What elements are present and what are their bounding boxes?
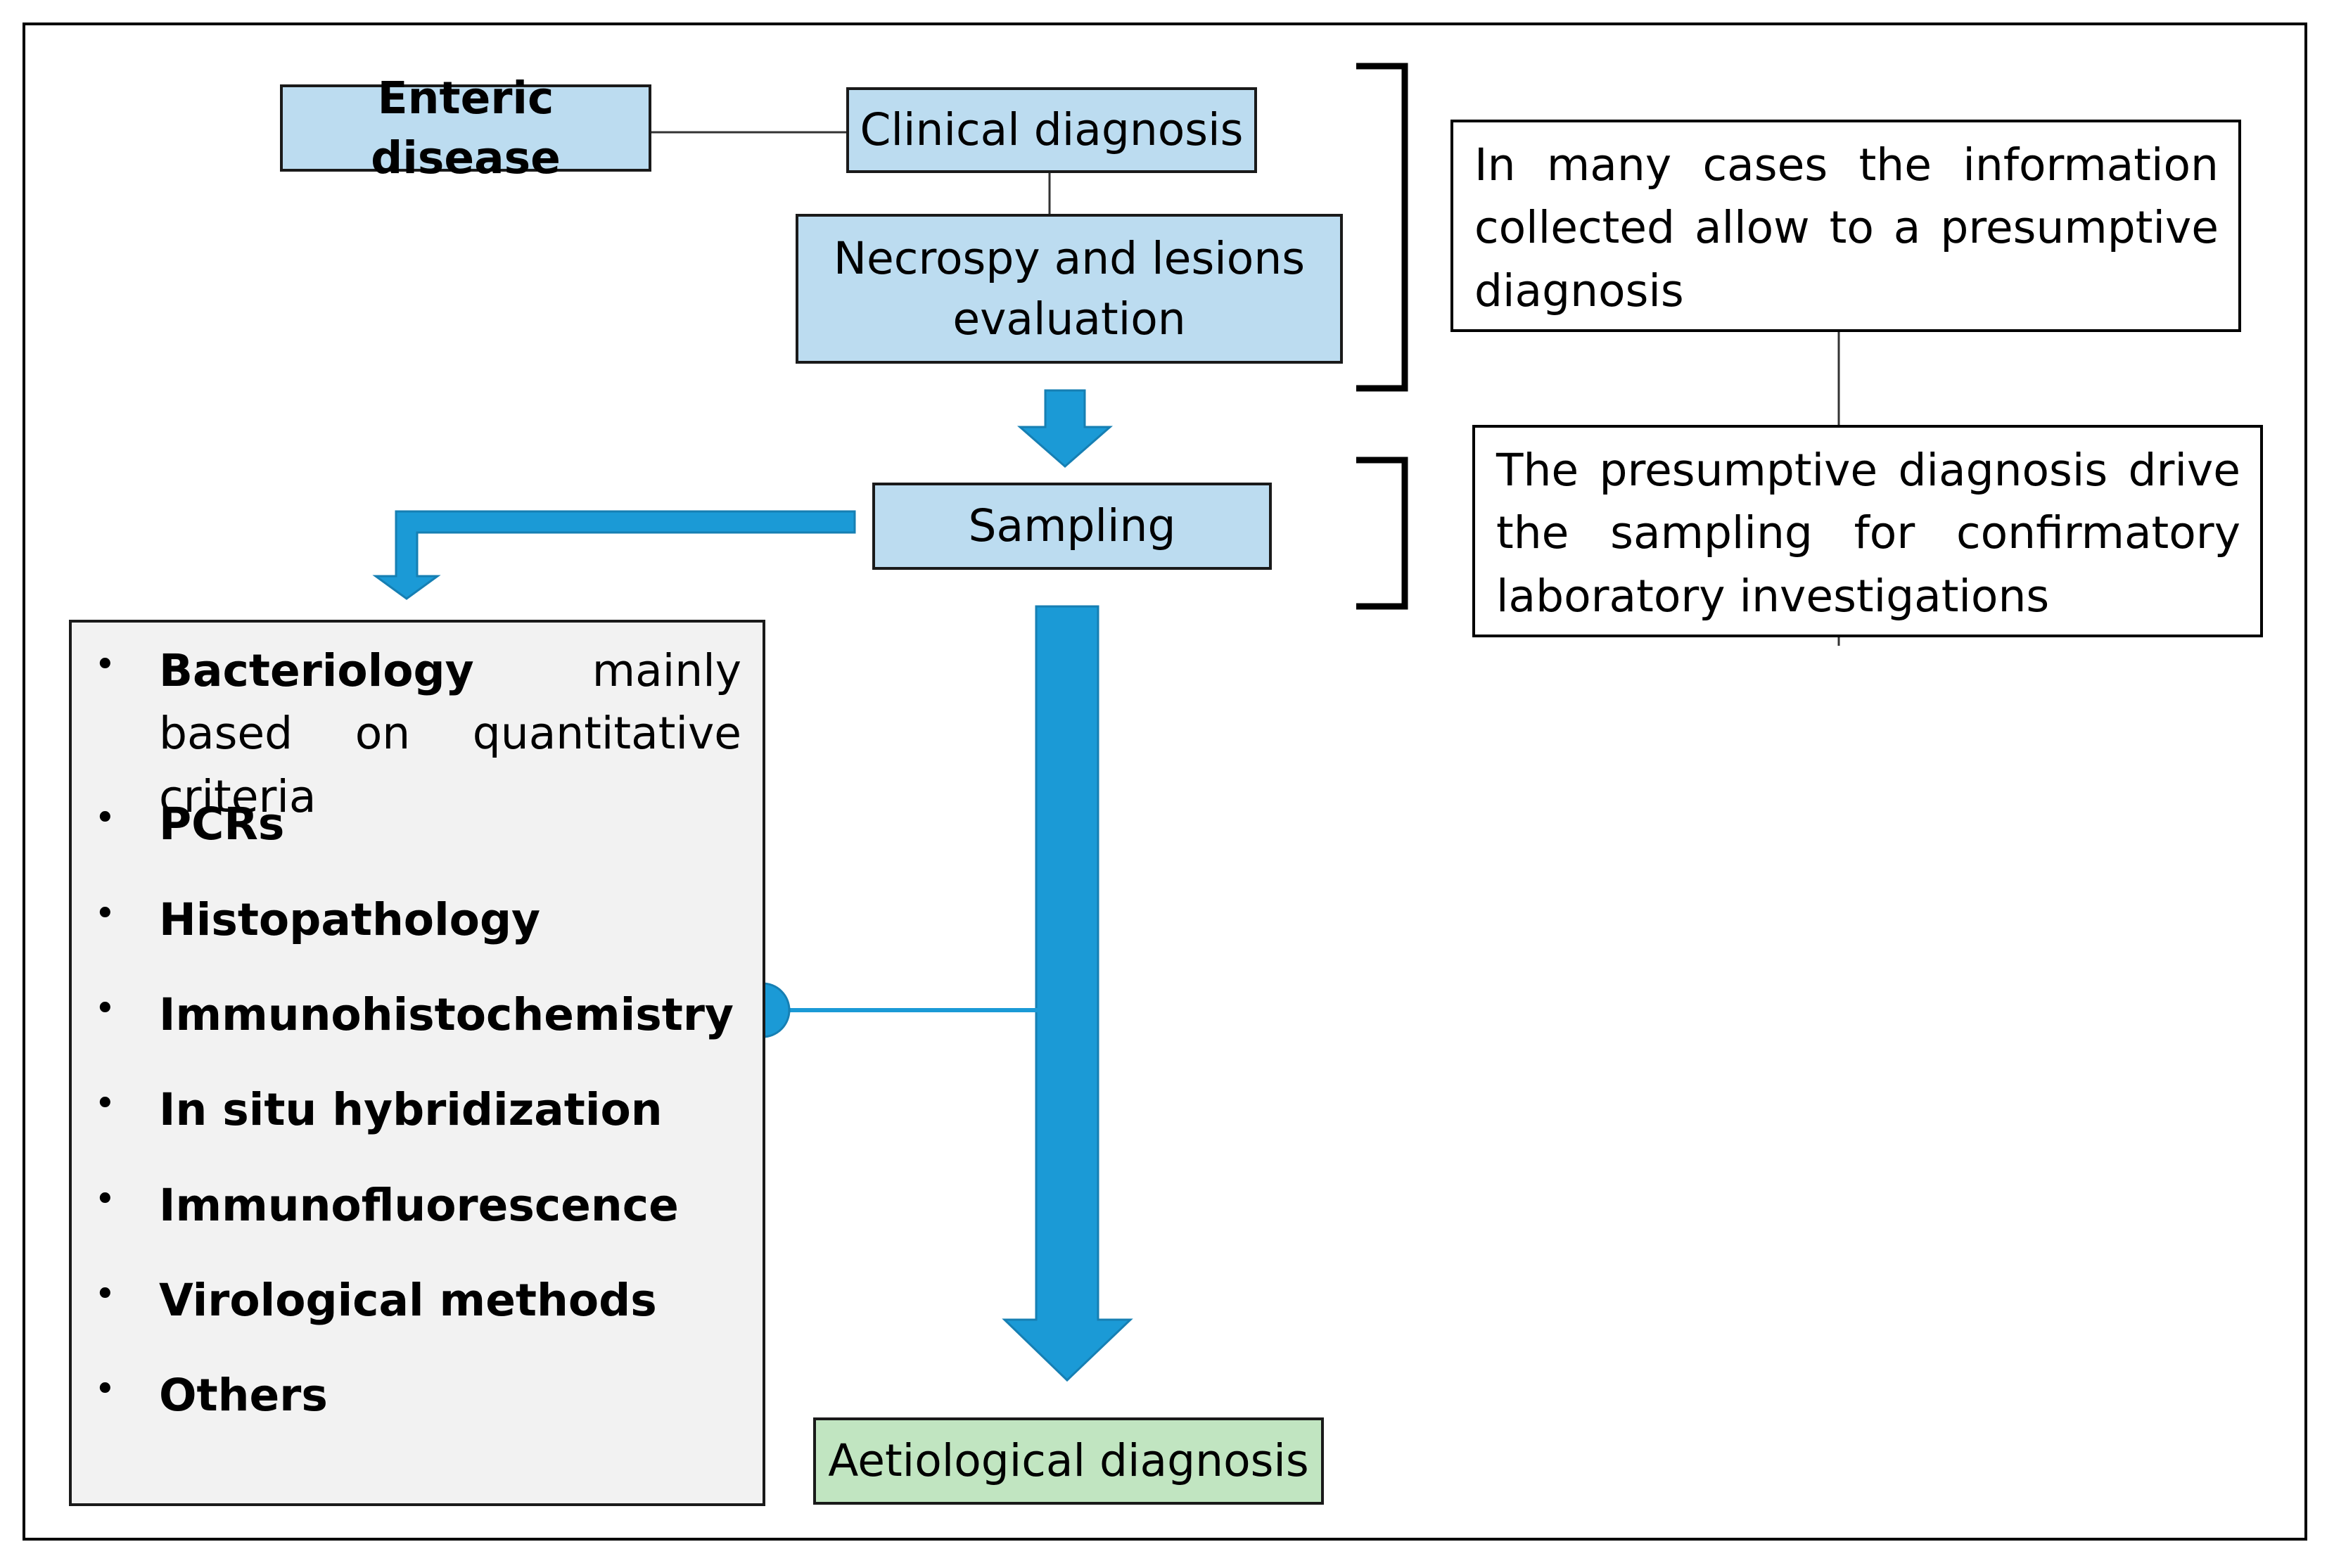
node-sampling: Sampling — [872, 483, 1272, 570]
node-aetiological-diagnosis: Aetiological diagnosis — [813, 1417, 1324, 1505]
method-name: Others — [159, 1370, 328, 1421]
note-drive-sampling-text: The presumptive diagnosis drive the samp… — [1496, 445, 2240, 622]
bullet: • — [94, 1273, 116, 1315]
diagram-frame — [23, 23, 2307, 1541]
bracket-bottom — [1356, 457, 1408, 610]
method-name: Bacteriology — [159, 645, 474, 696]
method-name: Immunofluorescence — [159, 1180, 679, 1231]
arrow-sampling-to-methods — [372, 510, 856, 600]
method-name: Immunohistochemistry — [159, 989, 734, 1040]
node-enteric-disease-label: Enteric disease — [371, 72, 561, 184]
bullet: • — [94, 1083, 116, 1125]
method-detail: mainly based on quantitative criteria — [159, 645, 741, 822]
bullet: • — [94, 797, 116, 839]
node-necropsy: Necrospy and lesions evaluation — [796, 214, 1343, 364]
bullet: • — [94, 1178, 116, 1220]
methods-list: • Bacteriology mainly based on quantitat… — [69, 620, 765, 1506]
bullet: • — [94, 644, 116, 686]
note-drive-sampling: The presumptive diagnosis drive the samp… — [1472, 425, 2263, 637]
node-necropsy-label: Necrospy and lesions evaluation — [833, 233, 1306, 345]
method-name: Virological methods — [159, 1275, 657, 1326]
node-aetiological-diagnosis-label: Aetiological diagnosis — [828, 1435, 1309, 1487]
bracket-top — [1356, 63, 1408, 392]
bullet: • — [94, 988, 116, 1030]
node-clinical-diagnosis: Clinical diagnosis — [846, 87, 1257, 173]
method-name: In situ hybridization — [159, 1084, 663, 1135]
bullet: • — [94, 1368, 116, 1410]
node-sampling-label: Sampling — [968, 500, 1176, 552]
node-enteric-disease: Enteric disease — [280, 72, 651, 184]
bullet: • — [94, 893, 116, 935]
note-presumptive-text: In many cases the information collected … — [1474, 139, 2219, 317]
node-clinical-diagnosis-label: Clinical diagnosis — [860, 104, 1244, 156]
method-name: PCRs — [159, 798, 285, 850]
arrow-sampling-to-aetiological — [1002, 605, 1133, 1382]
arrow-necropsy-to-sampling — [1017, 389, 1113, 468]
note-presumptive: In many cases the information collected … — [1450, 120, 2241, 332]
method-name: Histopathology — [159, 894, 541, 945]
